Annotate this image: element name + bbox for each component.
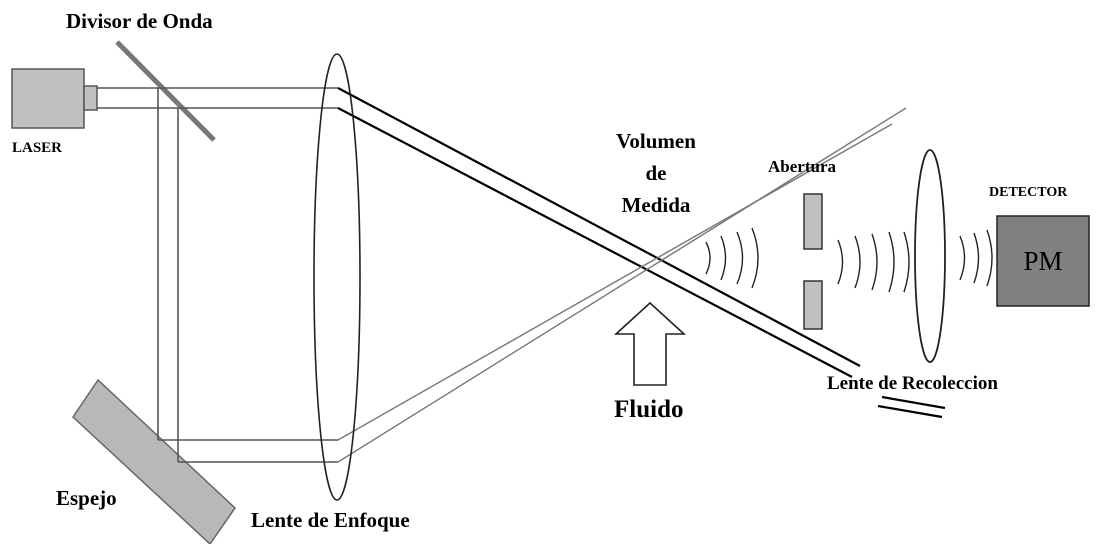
measurement-volume-label-line1: Volumen [616,129,696,153]
aperture [803,193,823,330]
laser-label: LASER [12,140,62,156]
fluid-arrow [613,301,687,386]
scattered-light-arcs-3 [959,229,993,287]
fluid-label: Fluido [614,396,683,423]
focused-beam-lower [337,107,907,463]
detector-label: DETECTOR [989,185,1068,200]
mirror-label: Espejo [56,486,117,510]
aperture-bottom [803,280,823,330]
aperture-top [803,193,823,250]
measurement-volume-label-line2: de [646,161,667,185]
focusing-lens-label: Lente de Enfoque [251,508,410,532]
focusing-lens [313,53,361,501]
laser-nozzle [83,85,98,111]
beam-paths [97,87,338,463]
scattered-light-arcs-1 [705,227,759,289]
scattered-light-arcs-2 [837,231,910,293]
collection-lens [914,149,946,363]
aperture-label: Abertura [768,157,836,176]
laser-source [11,68,98,129]
beam-splitter [115,40,216,142]
beam-splitter-label: Divisor de Onda [66,9,213,33]
detector-box [996,215,1090,307]
focused-beam-upper [337,87,946,419]
collection-lens-label: Lente de Recoleccion [827,373,998,394]
measurement-volume-label-line3: Medida [622,193,691,217]
mirror [72,378,236,544]
laser-body [11,68,85,129]
pm-label: PM [1023,246,1062,276]
